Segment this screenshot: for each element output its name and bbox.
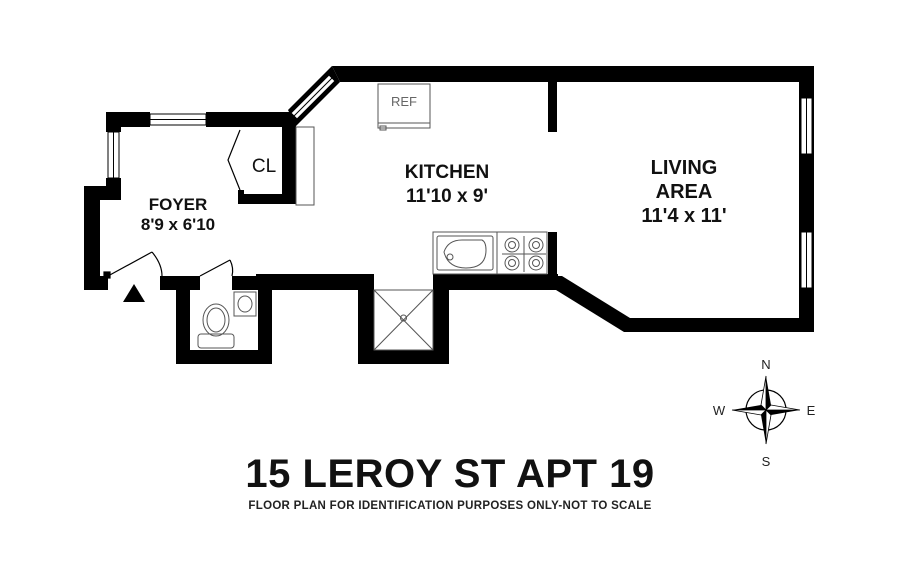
compass-s: S: [762, 454, 771, 469]
disclaimer-text: FLOOR PLAN FOR IDENTIFICATION PURPOSES O…: [248, 500, 652, 512]
wall-bottom-living: [624, 318, 814, 332]
address-title: 15 LEROY ST APT 19: [245, 452, 655, 496]
living-name-line1: LIVING: [651, 157, 718, 179]
fixtures: [197, 83, 548, 351]
wall-bath-right: [258, 276, 272, 364]
closet-door: [227, 129, 241, 191]
kitchen-dimensions: 11'10 x 9': [406, 186, 488, 207]
compass-n: N: [761, 357, 770, 372]
wall-closet-right: [282, 112, 296, 204]
wall-diagonal-living: [548, 276, 630, 332]
foyer-counter: [295, 126, 315, 206]
walls: [84, 66, 814, 364]
wall-bottom-kitchen: [433, 274, 558, 290]
wall-shower-right: [433, 274, 449, 364]
wall-kitchen-divider: [548, 66, 557, 132]
entry-arrow-icon: [123, 284, 145, 302]
shower-tray: [373, 289, 434, 351]
wall-kitchen-divider-low: [548, 232, 557, 290]
wall-foyer-top-2: [206, 112, 296, 127]
wall-foyer-left-upper: [106, 112, 121, 132]
living-dimensions: 11'4 x 11': [641, 205, 726, 227]
refrigerator: [377, 83, 431, 129]
wall-shower-left: [358, 274, 374, 364]
compass-w: W: [713, 403, 726, 418]
wall-top-main: [332, 66, 814, 82]
entry-door-leaf: [107, 251, 153, 277]
wall-bath-bottom: [176, 350, 272, 364]
stove-burners: [502, 236, 546, 272]
closet-name: CL: [252, 156, 276, 177]
wall-foyer-left-lower: [84, 186, 100, 290]
compass-rose: N S E W: [713, 357, 816, 469]
refrigerator-label: REF: [391, 94, 417, 109]
foyer-name: FOYER: [149, 195, 208, 214]
foyer-dimensions: 8'9 x 6'10: [141, 215, 215, 234]
wall-bath-left: [176, 276, 190, 364]
windows: [107, 74, 813, 289]
bath-door-leaf: [199, 259, 231, 277]
kitchen-counter: [432, 231, 548, 275]
doors: [103, 129, 241, 279]
wall-closet-bottom: [238, 194, 296, 204]
kitchen-name: KITCHEN: [405, 162, 489, 183]
toilet: [197, 303, 235, 349]
compass-e: E: [807, 403, 816, 418]
room-labels: FOYER 8'9 x 6'10 KITCHEN 11'10 x 9' LIVI…: [141, 94, 727, 234]
wall-foyer-bottom: [84, 276, 108, 290]
kitchen-sink: [436, 235, 494, 271]
wall-bottom-kitchen-left: [256, 274, 374, 290]
wall-shower-bottom: [358, 350, 449, 364]
wall-closet-left-stub: [238, 190, 244, 204]
living-name-line2: AREA: [656, 181, 713, 203]
bath-sink: [233, 291, 257, 317]
